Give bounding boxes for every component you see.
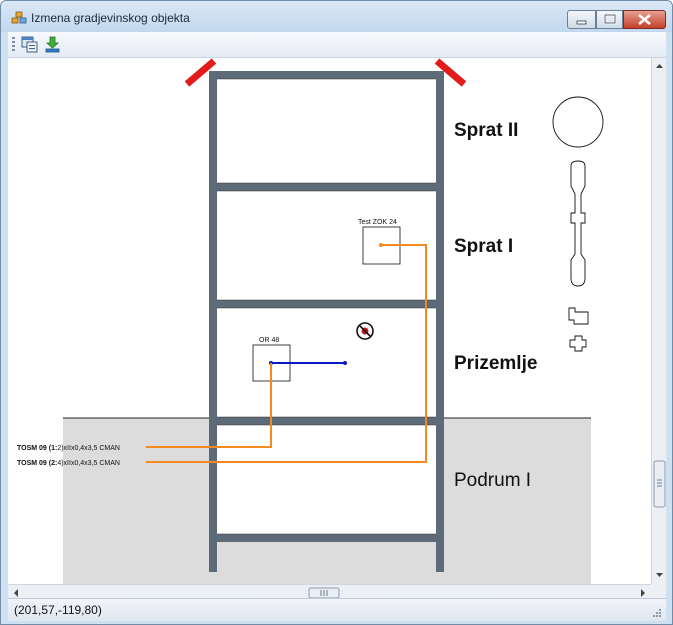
properties-icon xyxy=(21,36,38,53)
download-button[interactable] xyxy=(43,35,62,54)
frame-left-column xyxy=(209,71,217,572)
cable-2-line[interactable] xyxy=(146,244,427,463)
device-label-zok: Test ZOK 24 xyxy=(358,219,397,226)
toolbar xyxy=(8,32,666,58)
app-icon xyxy=(11,11,27,24)
frame-beam-3 xyxy=(214,417,444,425)
scroll-up-icon[interactable] xyxy=(656,64,663,68)
status-coordinates: (201,57,-119,80) xyxy=(14,603,102,617)
frame-beam-2 xyxy=(214,300,444,308)
connection-end xyxy=(343,361,347,365)
cable-label-1[interactable]: TOSM 09 (1:2)xIIx0,4x3,5 CMAN xyxy=(17,445,120,452)
vertical-scroll-thumb[interactable] xyxy=(653,460,666,508)
frame-right-column xyxy=(436,71,444,572)
floor-label-podrum-i[interactable]: Podrum I xyxy=(454,470,531,491)
cable-label-2[interactable]: TOSM 09 (2:4)xIIx0,4x3,5 CMAN xyxy=(17,460,120,467)
device-label-or: OR 48 xyxy=(259,337,279,344)
maximize-button[interactable] xyxy=(596,10,623,29)
title-bar[interactable]: Izmena gradjevinskog objekta xyxy=(1,1,672,32)
minimize-icon xyxy=(576,20,587,25)
floor-label-sprat-ii[interactable]: Sprat II xyxy=(454,120,518,141)
scroll-left-icon[interactable] xyxy=(14,589,18,597)
floor-label-prizemlje[interactable]: Prizemlje xyxy=(454,353,537,374)
scroll-right-icon[interactable] xyxy=(641,589,645,597)
basement-room xyxy=(217,425,436,534)
frame-beam-4 xyxy=(214,534,444,542)
circle-shape[interactable] xyxy=(552,96,604,148)
scrollbar-corner xyxy=(651,584,666,598)
drawing-canvas[interactable]: Sprat II Sprat I Prizemlje Podrum I Test… xyxy=(8,58,651,584)
cable-1-line[interactable] xyxy=(146,363,272,448)
elongated-shape[interactable] xyxy=(570,160,586,287)
roof-right xyxy=(434,58,467,87)
status-bar: (201,57,-119,80) xyxy=(8,598,666,621)
window-title: Izmena gradjevinskog objekta xyxy=(31,11,190,25)
cable-2-endpoint xyxy=(379,243,383,247)
toolbar-grip[interactable] xyxy=(12,37,15,53)
roof-left xyxy=(184,58,217,87)
folder-shape[interactable] xyxy=(568,307,589,325)
frame-beam-1 xyxy=(214,183,444,191)
no-entry-icon[interactable] xyxy=(356,322,374,340)
scroll-down-icon[interactable] xyxy=(656,573,663,577)
cross-shape[interactable] xyxy=(569,335,587,352)
vertical-scrollbar[interactable] xyxy=(651,58,666,584)
frame-top-beam xyxy=(214,71,444,79)
size-grip-icon[interactable] xyxy=(652,608,662,618)
horizontal-scrollbar[interactable] xyxy=(8,584,651,599)
minimize-button[interactable] xyxy=(567,10,596,29)
maximize-icon xyxy=(603,13,617,25)
download-icon xyxy=(45,36,60,53)
properties-button[interactable] xyxy=(20,35,39,54)
close-button[interactable] xyxy=(623,10,666,29)
floor-label-sprat-i[interactable]: Sprat I xyxy=(454,236,513,257)
close-icon xyxy=(638,13,651,26)
